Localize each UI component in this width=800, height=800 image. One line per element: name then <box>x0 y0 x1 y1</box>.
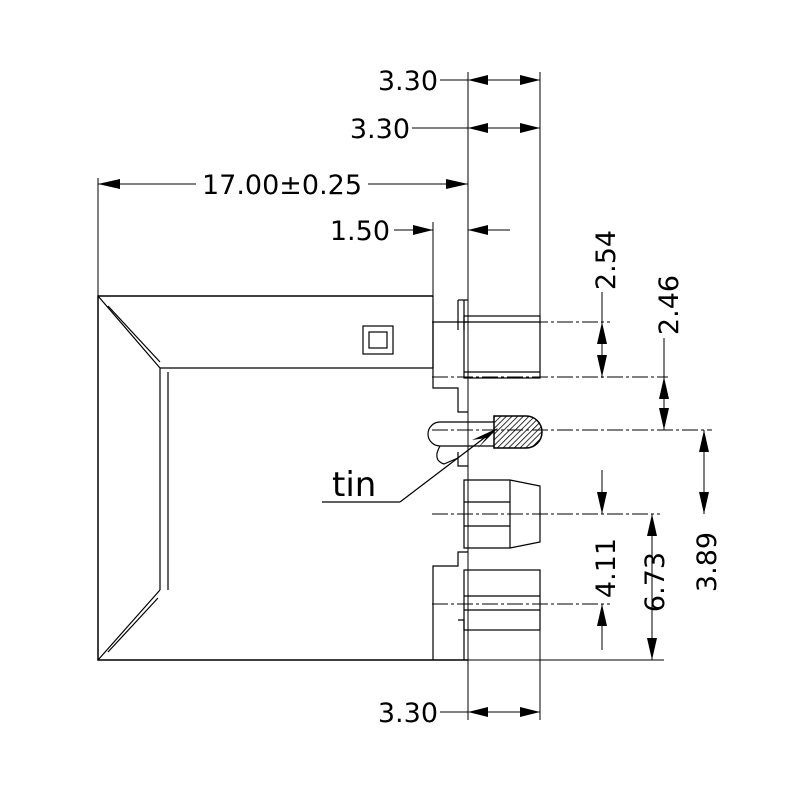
dim-pin-to-bottom: 3.89 <box>692 430 723 592</box>
dim-lower-pitch-a: 4.11 <box>591 470 622 650</box>
connector-body <box>97 295 468 661</box>
tin-callout: tin <box>322 428 498 505</box>
tin-label: tin <box>332 465 376 505</box>
dim-lower-pitch-b: 6.73 <box>640 514 671 660</box>
tin-plating <box>493 415 543 449</box>
dim-overall-length: 17.00±0.25 <box>98 170 468 201</box>
svg-text:3.30: 3.30 <box>378 698 438 729</box>
dim-top-inner: 3.30 <box>350 114 540 145</box>
extension-lines <box>97 72 541 720</box>
svg-text:3.30: 3.30 <box>350 114 410 145</box>
svg-text:3.30: 3.30 <box>378 66 438 97</box>
svg-text:2.54: 2.54 <box>591 230 622 290</box>
svg-text:17.00±0.25: 17.00±0.25 <box>202 170 362 201</box>
svg-text:2.46: 2.46 <box>654 275 685 335</box>
svg-text:6.73: 6.73 <box>640 552 671 612</box>
polarization-square-icon <box>362 325 394 355</box>
dim-pitch-lower: 2.46 <box>654 275 685 430</box>
dim-pitch-upper: 2.54 <box>591 230 622 378</box>
dim-bottom-width: 3.30 <box>378 698 540 729</box>
svg-text:3.89: 3.89 <box>692 532 723 592</box>
terminals <box>427 315 543 631</box>
centerlines <box>432 321 712 661</box>
svg-text:1.50: 1.50 <box>330 216 390 247</box>
dim-pin-offset: 1.50 <box>330 216 510 247</box>
svg-text:4.11: 4.11 <box>591 538 622 598</box>
dim-top-outer: 3.30 <box>378 66 540 97</box>
